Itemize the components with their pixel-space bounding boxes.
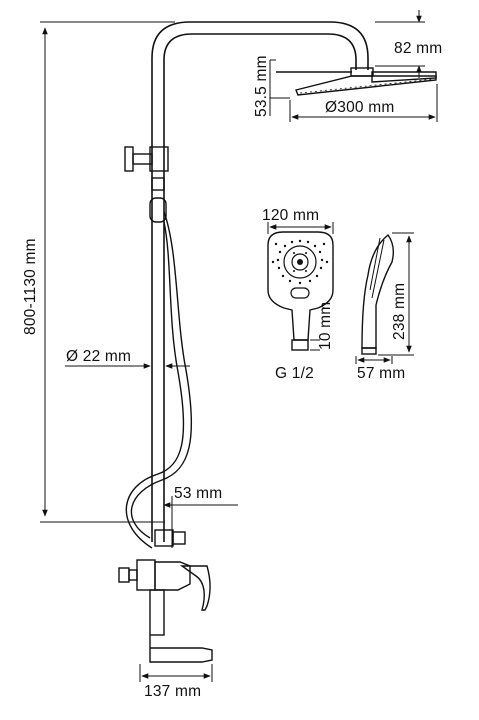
head-diameter-label: Ø300 mm	[325, 99, 394, 116]
head-thickness-label: 53.5 mm	[253, 55, 270, 117]
thread-label: G 1/2	[275, 365, 314, 382]
hand-width-dimension	[267, 222, 334, 234]
riser-pipe	[151, 21, 369, 542]
hose-connector	[154, 529, 186, 547]
connector-size-dimension	[310, 339, 320, 351]
diverter-knob	[124, 146, 169, 172]
head-thickness-dimension	[269, 59, 290, 116]
head-offset-dimension	[375, 10, 425, 78]
overhead-shower-head	[276, 67, 437, 96]
hand-length-label: 238 mm	[391, 283, 408, 340]
pipe-diameter-label: Ø 22 mm	[66, 348, 131, 365]
base-width-label: 137 mm	[144, 683, 201, 700]
head-diameter-dimension	[289, 84, 438, 122]
base-width-dimension	[139, 664, 213, 682]
hand-width-label: 120 mm	[262, 207, 319, 224]
hand-shower-front	[267, 231, 334, 351]
connector-size-label: 10 mm	[317, 302, 334, 350]
hand-depth-label: 57 mm	[357, 365, 405, 382]
hand-depth-dimension	[355, 356, 393, 364]
height-range-label: 800-1130 mm	[22, 238, 39, 335]
spout-offset-label: 53 mm	[174, 485, 222, 502]
bath-spout	[149, 589, 213, 663]
hand-shower-slider	[149, 177, 167, 223]
hand-length-dimension	[378, 232, 414, 356]
head-offset-label: 82 mm	[394, 40, 442, 57]
spout-offset-dimension	[163, 496, 238, 548]
shower-hose	[125, 211, 193, 549]
height-dimension	[40, 21, 175, 523]
hand-shower-side	[361, 233, 395, 355]
